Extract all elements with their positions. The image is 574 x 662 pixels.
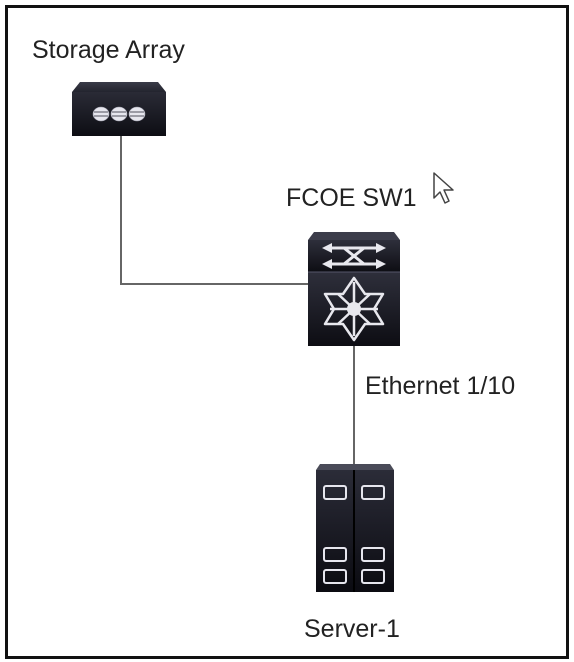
server-icon xyxy=(316,464,394,592)
diagram-frame: Storage Array FCOE SW1 Ethernet 1/10 Ser… xyxy=(5,5,569,659)
fcoe-switch-icon xyxy=(308,232,400,346)
storage-array-label: Storage Array xyxy=(32,36,185,64)
ethernet-port-label: Ethernet 1/10 xyxy=(365,372,516,400)
link-switch-server xyxy=(353,344,355,470)
link-storage-switch-horizontal xyxy=(120,283,312,285)
mouse-pointer-icon xyxy=(433,172,454,204)
storage-array-icon xyxy=(72,82,166,136)
server-label: Server-1 xyxy=(304,615,400,643)
link-storage-switch-vertical xyxy=(120,134,122,284)
fcoe-switch-label: FCOE SW1 xyxy=(286,184,417,212)
